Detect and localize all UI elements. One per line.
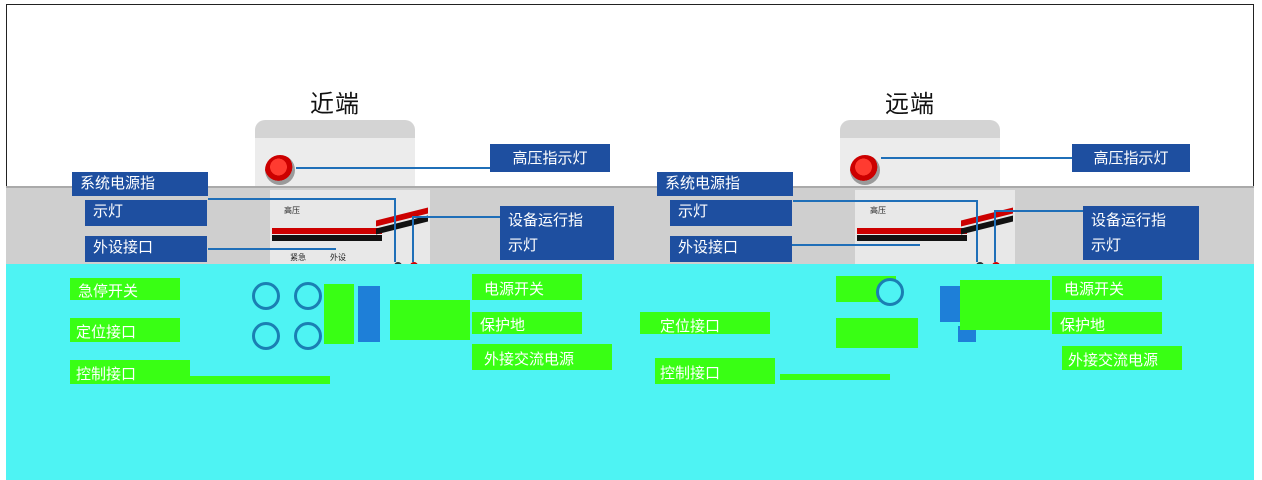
far-power-switch-bg <box>1052 276 1162 300</box>
near-left-label-2: 定位接口 <box>76 323 137 341</box>
far-sys-wire-v <box>976 200 978 262</box>
far-left-label-1: 定位接口 <box>660 317 721 335</box>
near-end-title: 近端 <box>310 90 360 118</box>
far-connector-b <box>836 318 918 348</box>
far-knob-1-icon <box>876 278 904 306</box>
far-run-label-1: 设备运行指 <box>1083 206 1199 234</box>
far-left-label-2: 控制接口 <box>660 364 721 382</box>
far-ac-bg <box>1062 346 1182 370</box>
near-sys-wire-v <box>394 198 396 262</box>
near-run-wire <box>412 216 500 218</box>
far-sys-label-2: 示灯 <box>670 200 792 226</box>
far-power-switch-icon <box>940 286 962 322</box>
near-left-label-3: 控制接口 <box>76 365 137 383</box>
near-emergency-knob-icon <box>252 282 280 310</box>
device-band <box>6 186 1254 274</box>
near-sys-wire <box>208 198 396 200</box>
near-left-label-1-bg <box>70 278 180 300</box>
far-ground-label: 保护地 <box>1060 316 1106 334</box>
near-power-switch-label: 电源开关 <box>484 280 545 298</box>
far-sys-label-1: 系统电源指 <box>657 172 793 196</box>
far-hv-wire <box>881 157 1075 159</box>
near-red-stripe <box>272 228 382 234</box>
near-power-switch-bg <box>472 274 582 300</box>
near-sys-label-2: 示灯 <box>85 200 207 226</box>
near-hv-label: 高压指示灯 <box>490 144 610 172</box>
near-knob-2-icon <box>294 282 322 310</box>
far-hv-label: 高压指示灯 <box>1072 144 1190 172</box>
far-left-wire-2 <box>780 374 890 380</box>
far-left-label-1-bg <box>640 312 770 334</box>
far-panel-text: 高压 <box>870 206 886 215</box>
far-end-title: 远端 <box>885 90 935 118</box>
near-left-label-1: 急停开关 <box>78 282 139 300</box>
far-black-stripe <box>857 235 967 241</box>
near-left-label-3-bg <box>70 360 190 384</box>
far-ground-icon <box>958 326 976 342</box>
near-power-switch-icon <box>358 286 380 342</box>
near-connector-block <box>324 284 354 344</box>
near-left-wire-3 <box>190 376 330 384</box>
near-small-emergency: 紧急 <box>290 253 306 262</box>
far-run-wire-v <box>994 210 996 262</box>
near-knob-4-icon <box>294 322 322 350</box>
far-ac-label: 外接交流电源 <box>1068 351 1159 369</box>
near-ground-label: 保护地 <box>480 316 526 334</box>
near-ext-wire <box>208 248 336 250</box>
near-black-stripe <box>272 235 382 241</box>
far-sys-wire <box>793 200 978 202</box>
near-run-label-1: 设备运行指 <box>500 206 614 234</box>
far-run-wire <box>994 210 1083 212</box>
near-knob-3-icon <box>252 322 280 350</box>
near-hv-led-icon <box>265 155 295 185</box>
near-ext-label: 外设接口 <box>85 236 207 262</box>
near-ac-bg <box>472 344 612 370</box>
far-power-switch-label: 电源开关 <box>1064 280 1125 298</box>
far-left-label-2-bg <box>655 358 775 384</box>
near-panel-text: 高压 <box>284 206 300 215</box>
far-ground-bg <box>1052 312 1162 334</box>
far-switch-link <box>960 280 1050 330</box>
near-small-ext: 外设 <box>330 253 346 262</box>
near-run-wire-v <box>412 216 414 262</box>
near-left-label-2-bg <box>70 318 180 342</box>
near-run-label-2: 示灯 <box>500 234 614 260</box>
far-hv-led-icon <box>850 155 880 185</box>
near-ground-bg <box>472 312 582 334</box>
far-ext-wire <box>792 244 920 246</box>
near-ac-label: 外接交流电源 <box>484 350 575 368</box>
far-run-label-2: 示灯 <box>1083 234 1199 260</box>
near-sys-label-1: 系统电源指 <box>72 172 208 196</box>
near-switch-link <box>390 300 470 340</box>
near-hv-wire <box>296 167 490 169</box>
far-red-stripe <box>857 228 967 234</box>
far-ext-label: 外设接口 <box>670 236 792 262</box>
